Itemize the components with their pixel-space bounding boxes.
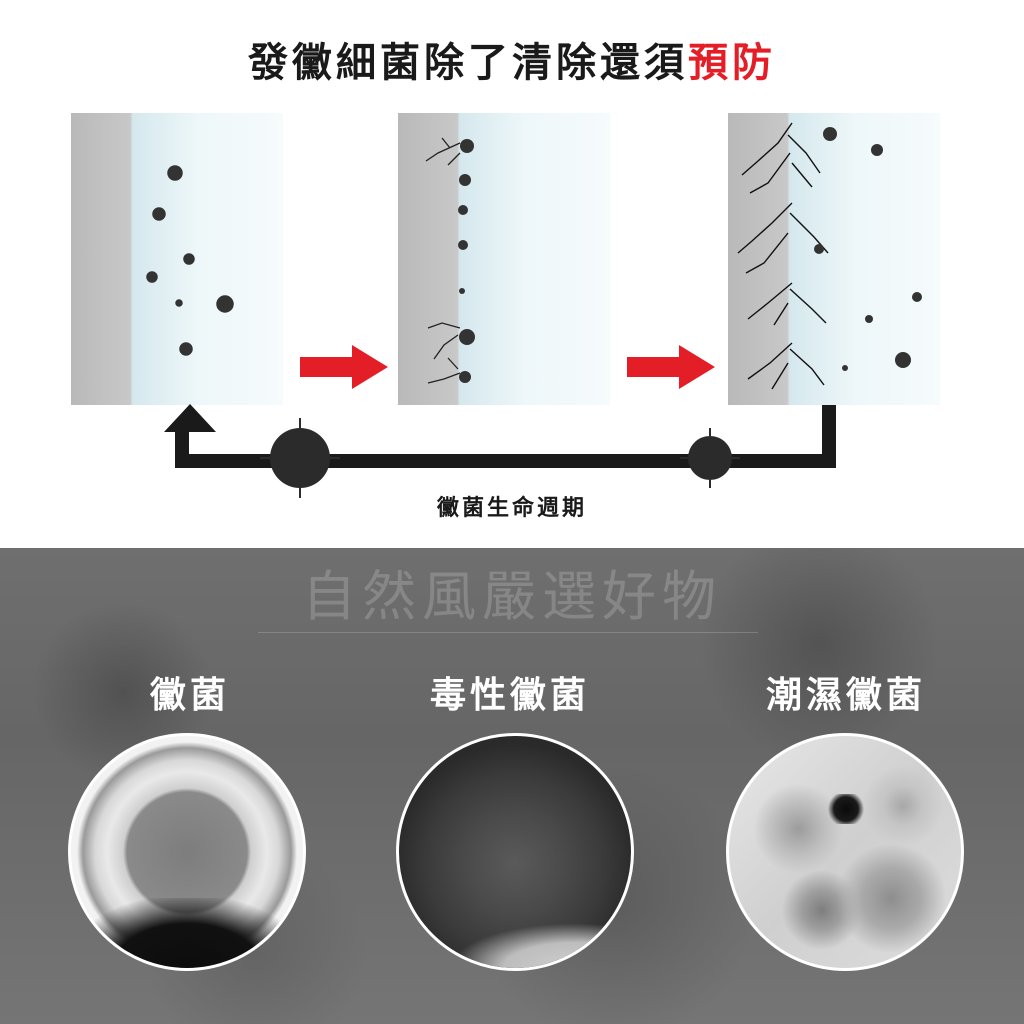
stage-3-hyphae (737, 122, 922, 390)
virus-icon (270, 428, 732, 488)
mold-sample-image (68, 733, 306, 971)
mold-types-section: 自然風嚴選好物 黴菌 毒性黴菌 潮濕黴菌 (0, 548, 1024, 1024)
damp-mold-sample-image (726, 733, 964, 971)
type-label-damp-mold: 潮濕黴菌 (765, 675, 926, 716)
cycle-label: 黴菌生命週期 (436, 496, 587, 521)
title-main: 發黴細菌除了清除還須 (248, 40, 688, 86)
lifecycle-section: 發黴細菌除了清除還須預防 (0, 30, 1024, 521)
red-arrow-icon (627, 345, 717, 393)
stage-2-panel (398, 113, 610, 405)
watermark: 自然風嚴選好物 (302, 565, 722, 628)
stage-2-hyphae (425, 137, 475, 384)
red-arrow-icon (300, 345, 390, 393)
page-title: 發黴細菌除了清除還須預防 (0, 30, 1024, 88)
toxic-mold-sample-image (396, 733, 634, 971)
mold-spore-icon (814, 127, 922, 371)
mold-spore-icon (146, 165, 234, 356)
stage-3-panel (728, 113, 940, 405)
black-loop-arrow-icon (164, 404, 836, 498)
type-label-toxic-mold: 毒性黴菌 (429, 675, 590, 716)
title-highlight: 預防 (688, 40, 776, 86)
mold-spore-icon (458, 139, 475, 383)
type-label-mold: 黴菌 (149, 675, 230, 716)
stage-1-spores (146, 165, 234, 356)
watermark-divider (258, 632, 758, 633)
stage-1-panel (71, 113, 283, 405)
